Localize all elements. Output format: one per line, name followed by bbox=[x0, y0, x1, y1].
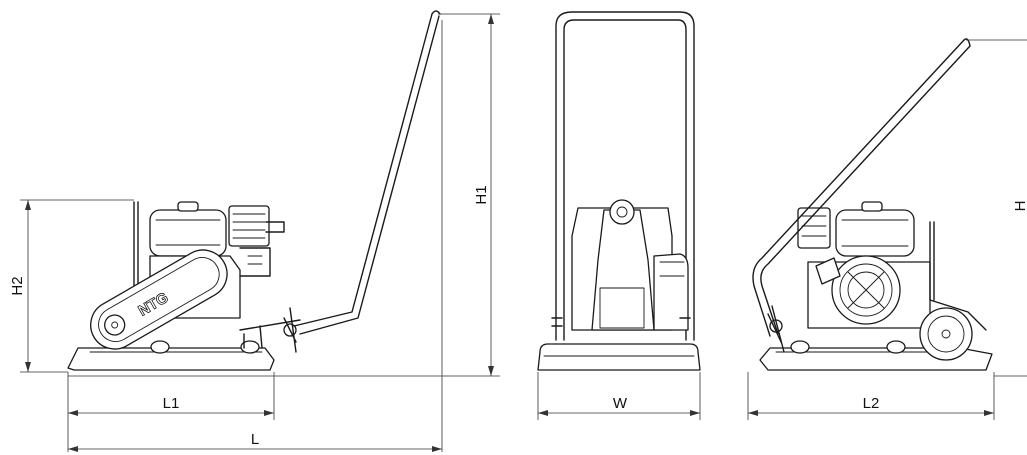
air-filter bbox=[228, 205, 270, 247]
base-plate bbox=[67, 347, 275, 371]
side-view-left: NTG bbox=[67, 10, 441, 371]
rubber-mount bbox=[886, 340, 906, 354]
label-L1: L1 bbox=[163, 395, 180, 412]
label-L2: L2 bbox=[863, 395, 880, 412]
fuel-cap bbox=[177, 201, 199, 212]
rubber-mount bbox=[240, 340, 260, 354]
front-view bbox=[537, 11, 701, 371]
side-view-right bbox=[752, 38, 993, 371]
handle-bar bbox=[293, 13, 433, 327]
belt-guard: NTG bbox=[90, 249, 228, 350]
right-fuel-tank bbox=[835, 209, 915, 257]
front-handle bbox=[555, 11, 695, 341]
label-H1: H1 bbox=[473, 185, 490, 204]
label-W: W bbox=[613, 395, 628, 412]
rubber-mount bbox=[150, 340, 170, 354]
fuel-tank bbox=[149, 209, 227, 257]
label-H-cut: H bbox=[1012, 201, 1027, 212]
front-base-plate bbox=[537, 343, 701, 371]
label-H2: H2 bbox=[9, 276, 26, 295]
rubber-mount bbox=[790, 340, 810, 354]
right-handle-bar bbox=[752, 39, 965, 337]
lifting-eye bbox=[609, 199, 635, 225]
label-L: L bbox=[251, 431, 259, 448]
